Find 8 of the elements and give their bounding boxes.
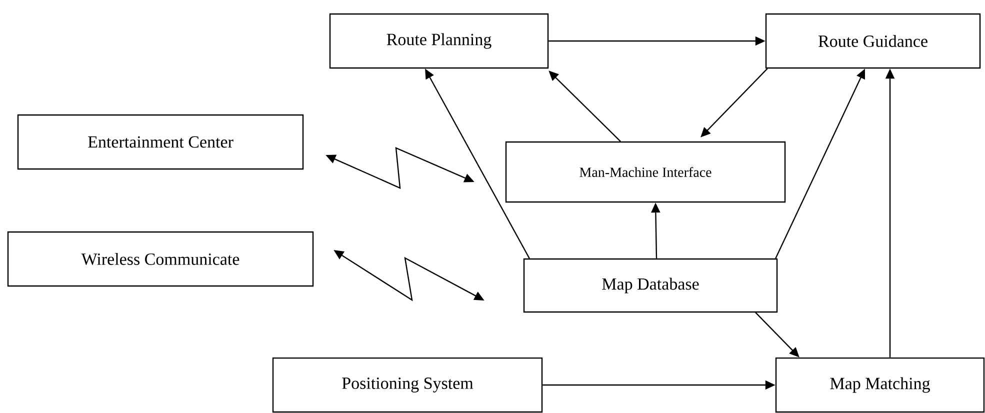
process-box: Route Guidance <box>765 13 981 69</box>
process-box: Entertainment Center <box>17 114 304 170</box>
process-box: Wireless Communicate <box>7 231 314 287</box>
process-box: Man-Machine Interface <box>505 141 786 203</box>
process-box: Route Planning <box>329 13 549 69</box>
process-box: Map Matching <box>775 357 985 413</box>
process-box: Map Database <box>523 258 778 313</box>
process-box: Positioning System <box>272 357 543 413</box>
